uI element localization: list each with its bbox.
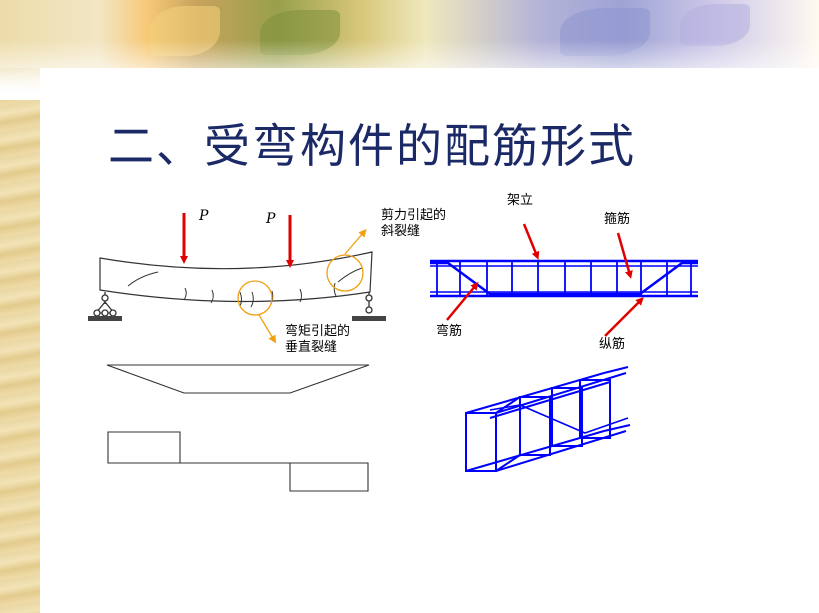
erection-bar-pointer bbox=[522, 223, 540, 260]
moment-crack-label: 弯矩引起的 垂直裂缝 bbox=[285, 324, 350, 356]
right-support bbox=[352, 292, 386, 321]
top-fade bbox=[0, 40, 819, 100]
load-label-1: P bbox=[199, 208, 209, 224]
bent-bar-label: 弯筋 bbox=[436, 324, 463, 339]
left-support bbox=[88, 292, 122, 321]
diagonal-cracks bbox=[127, 267, 363, 287]
bent-bar bbox=[430, 261, 698, 296]
stirrups bbox=[436, 261, 692, 296]
rebar-elevation bbox=[430, 259, 698, 298]
moment-crack-circle bbox=[237, 280, 273, 316]
shear-crack-pointer bbox=[344, 228, 367, 255]
longitudinal-bar-label: 纵筋 bbox=[599, 337, 626, 352]
moment-diagram bbox=[106, 364, 370, 394]
moment-crack-label-line1: 弯矩引起的 bbox=[285, 324, 351, 339]
rebar-cage-3d bbox=[465, 366, 631, 472]
stirrup-label: 箍筋 bbox=[604, 212, 631, 227]
shear-crack-label: 剪力引起的 斜裂缝 bbox=[381, 208, 446, 240]
beam-diagram bbox=[88, 213, 386, 492]
cage-front-stirrup bbox=[465, 412, 497, 472]
cage-bent-bar bbox=[489, 404, 629, 434]
vertical-cracks bbox=[183, 282, 337, 308]
longitudinal-bar-pointer bbox=[604, 297, 644, 337]
left-decor-strip bbox=[0, 0, 40, 613]
shear-crack-circle bbox=[326, 254, 364, 292]
slide-title: 二、受弯构件的配筋形式 bbox=[108, 119, 636, 173]
bent-bar-pointer bbox=[446, 281, 479, 321]
cage-stirrups bbox=[495, 379, 611, 472]
shear-crack-label-line2: 斜裂缝 bbox=[381, 224, 421, 239]
moment-crack-pointer bbox=[258, 314, 277, 344]
beam-body bbox=[99, 251, 373, 303]
shear-crack-label-line1: 剪力引起的 bbox=[381, 208, 447, 223]
stirrup-pointer bbox=[616, 232, 633, 279]
erection-bar-label: 架立 bbox=[507, 193, 534, 208]
load-label-2: P bbox=[266, 211, 276, 227]
leaf-decor bbox=[680, 4, 750, 46]
shear-diagram bbox=[107, 431, 369, 492]
moment-crack-label-line2: 垂直裂缝 bbox=[285, 340, 338, 355]
